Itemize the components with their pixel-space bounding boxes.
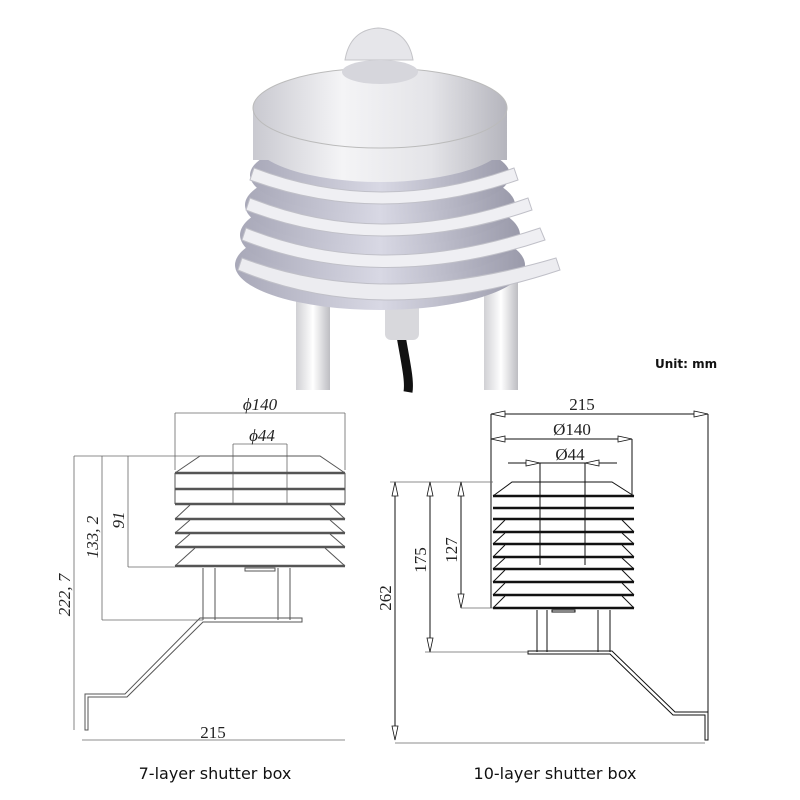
- drawing-7-layer: ϕ140 ϕ44 222, 7 133, 2 91 215 7-layer sh…: [55, 395, 346, 783]
- mounting-bracket: [527, 650, 709, 741]
- sensor-dome: [344, 27, 414, 61]
- dim-shield-height: 127: [442, 537, 461, 563]
- dim-total-height: 262: [376, 585, 395, 611]
- unit-label: Unit: mm: [655, 357, 717, 371]
- dim-mount-height: 175: [411, 547, 430, 573]
- caption-7-layer: 7-layer shutter box: [139, 764, 292, 783]
- dim-width: 215: [569, 395, 595, 414]
- caption-10-layer: 10-layer shutter box: [474, 764, 637, 783]
- mounting-bracket: [84, 617, 303, 731]
- product-photo: Unit: mm: [235, 27, 717, 393]
- dim-mount-height: 133, 2: [83, 515, 102, 558]
- dim-total-height: 222, 7: [55, 572, 74, 616]
- cable-gland: [385, 300, 419, 340]
- dim-width: 215: [200, 723, 226, 742]
- dim-inner-diameter: Ø44: [555, 445, 585, 464]
- dim-outer-diameter: Ø140: [553, 420, 591, 439]
- drawing-10-layer: 215 Ø140 Ø44 262 175 127: [376, 395, 709, 783]
- support-pole-right: [484, 280, 518, 390]
- dim-shield-height: 91: [109, 512, 128, 529]
- dim-inner-diameter: ϕ44: [249, 426, 275, 445]
- dim-outer-diameter: ϕ140: [243, 395, 278, 414]
